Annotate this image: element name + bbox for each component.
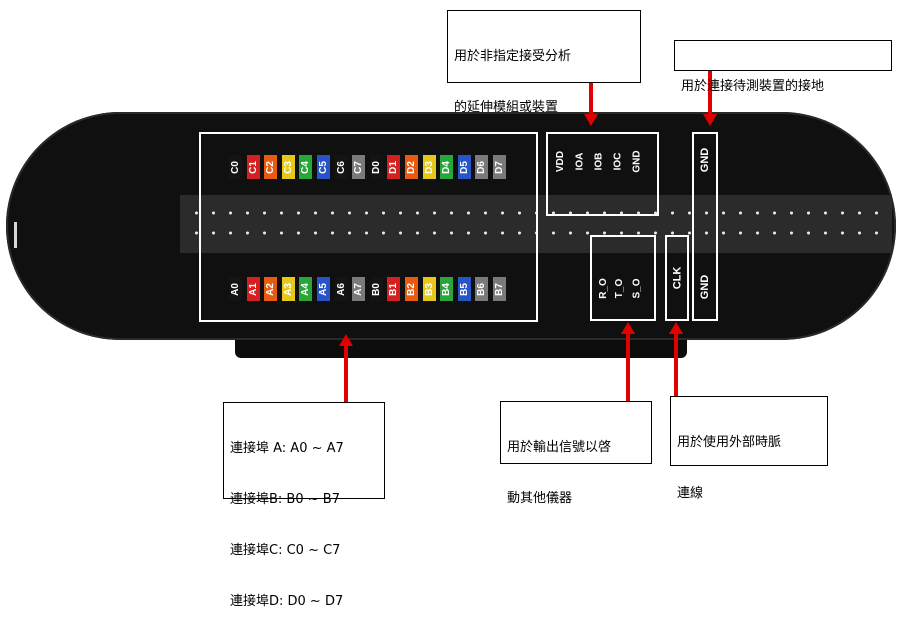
pin-label-port-d3: D3 xyxy=(422,155,436,179)
callout-trigger: 用於輸出信號以啓 動其他儀器 xyxy=(500,401,652,506)
pin-label-port-a1: A1 xyxy=(246,277,260,301)
callout-expansion-line-2: 的延伸模組或裝置 xyxy=(454,100,559,115)
pin-label-port-b1: B1 xyxy=(387,277,401,301)
pin-label-port-d4: D4 xyxy=(440,155,454,179)
pin-label-gnd-top: GND xyxy=(699,147,712,173)
pin-label-port-c1: C1 xyxy=(246,155,260,179)
pin-row-upper xyxy=(188,211,883,215)
arrow-trigger-head xyxy=(621,322,635,334)
pin-label-clk: CLK xyxy=(671,266,684,290)
trigger-group-box xyxy=(590,235,656,321)
pin-label-io-iob: IOB xyxy=(593,152,605,170)
pin-label-port-c7: C7 xyxy=(352,155,366,179)
pin-label-port-a5: A5 xyxy=(317,277,330,301)
pin-label-port-b6: B6 xyxy=(475,277,489,301)
callout-ground: 用於連接待測裝置的接地 xyxy=(674,40,892,94)
pin-label-port-d2: D2 xyxy=(405,155,418,179)
arrow-ground-shaft xyxy=(708,70,712,115)
pin-row-lower xyxy=(188,231,883,235)
pin-label-io-gnd: GND xyxy=(631,149,643,173)
callout-expansion-line-1: 用於非指定接受分析 xyxy=(454,49,572,64)
pin-label-port-d5: D5 xyxy=(457,155,471,179)
pin-label-port-a4: A4 xyxy=(299,277,313,301)
pin-label-port-c4: C4 xyxy=(299,155,313,179)
pin-label-port-b5: B5 xyxy=(457,277,471,301)
pin-label-port-d1: D1 xyxy=(387,155,401,179)
pin-label-gnd-bottom: GND xyxy=(699,274,712,300)
arrow-ground-head xyxy=(703,114,717,126)
callout-trigger-line-1: 用於輸出信號以啓 xyxy=(507,440,612,455)
callout-expansion: 用於非指定接受分析 的延伸模組或裝置 xyxy=(447,10,641,115)
arrow-expansion-head xyxy=(584,114,598,126)
port-group-box xyxy=(199,132,538,322)
pin-label-trigger-s-o: S_O xyxy=(631,277,643,299)
arrow-ports-head xyxy=(339,334,353,346)
pin-label-port-a0: A0 xyxy=(229,277,242,301)
callout-clock: 用於使用外部時脈 連線 xyxy=(670,396,828,501)
pin-label-port-d7: D7 xyxy=(493,155,506,179)
pin-label-port-a2: A2 xyxy=(264,277,278,301)
callout-ground-line-1: 用於連接待測裝置的接地 xyxy=(681,79,825,94)
pin-label-port-a6: A6 xyxy=(334,277,348,301)
pin-label-port-c0: C0 xyxy=(229,155,242,179)
pin-label-trigger-t-o: T_O xyxy=(614,278,626,298)
callout-clock-line-2: 連線 xyxy=(677,486,704,501)
pin-label-io-vdd: VDD xyxy=(555,150,567,172)
pin-label-io-ioa: IOA xyxy=(574,152,586,170)
pin-label-port-b3: B3 xyxy=(422,277,436,301)
pin-label-port-d6: D6 xyxy=(475,155,489,179)
callout-ports-line-2: 連接埠B: B0 ~ B7 xyxy=(230,492,340,507)
pin-label-port-b4: B4 xyxy=(440,277,454,301)
pin-label-port-a3: A3 xyxy=(281,277,295,301)
pin-label-port-b7: B7 xyxy=(493,277,506,301)
callout-clock-line-1: 用於使用外部時脈 xyxy=(677,435,782,450)
callout-ports-line-3: 連接埠C: C0 ~ C7 xyxy=(230,543,341,558)
left-edge-mark xyxy=(14,222,17,248)
pin-label-port-c5: C5 xyxy=(317,155,330,179)
arrow-trigger-shaft xyxy=(626,334,630,402)
pin-label-io-ioc: IOC xyxy=(612,152,624,170)
clk-group-box xyxy=(665,235,689,321)
pin-label-port-c6: C6 xyxy=(334,155,348,179)
io-group-box xyxy=(546,132,659,216)
pin-label-port-d0: D0 xyxy=(369,155,383,179)
pin-label-port-b2: B2 xyxy=(405,277,418,301)
callout-ports: 連接埠 A: A0 ~ A7 連接埠B: B0 ~ B7 連接埠C: C0 ~ … xyxy=(223,402,385,609)
gnd-group-box xyxy=(692,132,718,321)
pin-label-port-b0: B0 xyxy=(369,277,383,301)
pin-label-port-c2: C2 xyxy=(264,155,278,179)
callout-ports-line-4: 連接埠D: D0 ~ D7 xyxy=(230,594,344,609)
arrow-expansion-shaft xyxy=(589,82,593,115)
arrow-clock-shaft xyxy=(674,334,678,397)
callout-ports-line-1: 連接埠 A: A0 ~ A7 xyxy=(230,441,344,456)
pin-label-port-a7: A7 xyxy=(352,277,366,301)
arrow-clock-head xyxy=(669,322,683,334)
arrow-ports-shaft xyxy=(344,346,348,402)
pin-label-port-c3: C3 xyxy=(281,155,295,179)
pin-label-trigger-r-o: R_O xyxy=(597,277,609,299)
